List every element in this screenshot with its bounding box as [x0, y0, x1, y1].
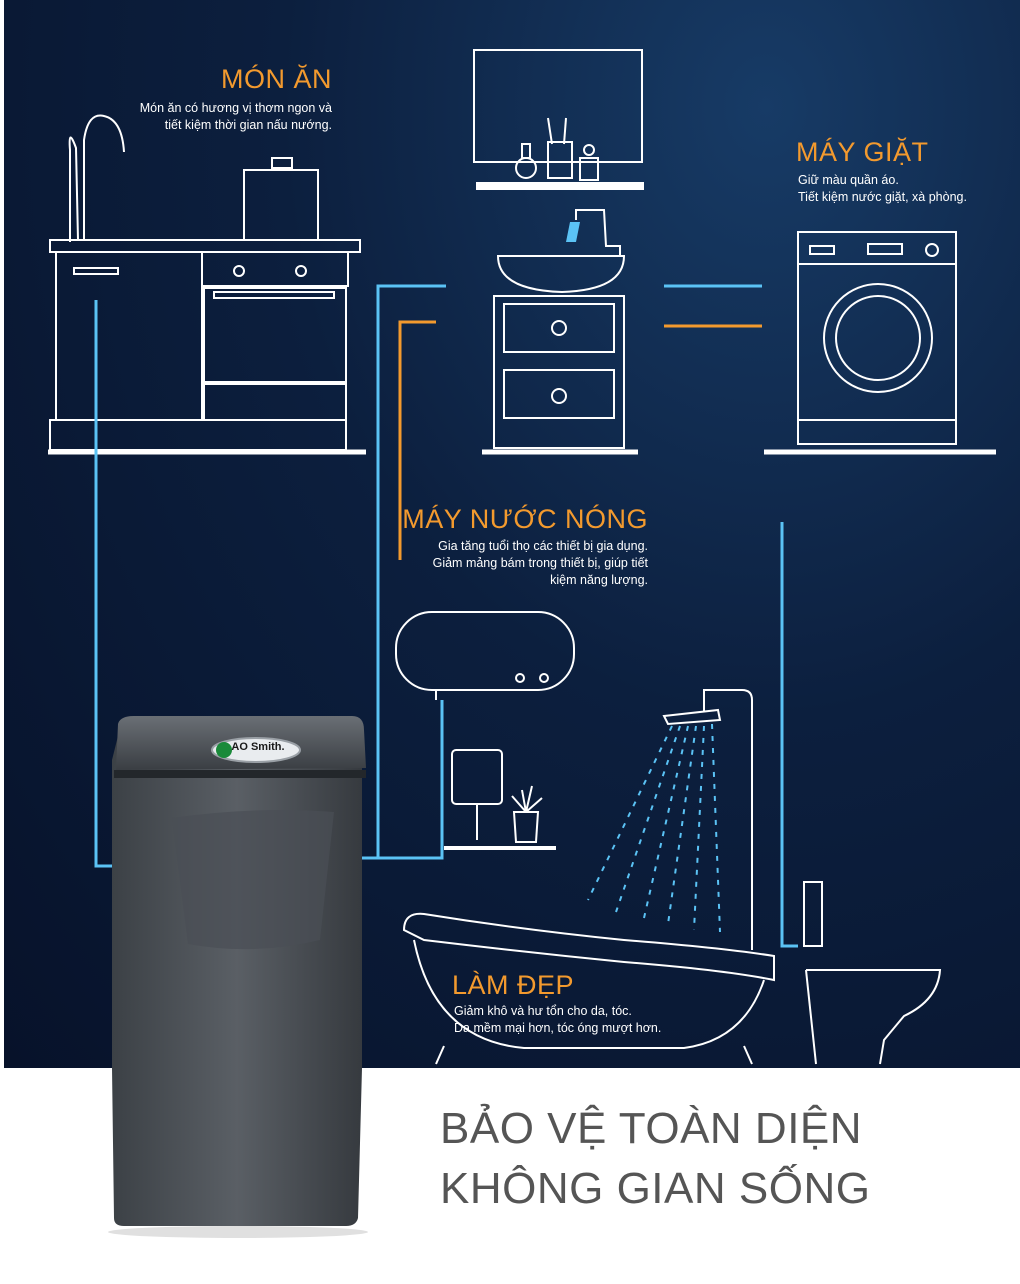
- lam-dep-desc-line: Da mềm mại hơn, tóc óng mượt hơn.: [454, 1021, 662, 1035]
- water-heater-illustration: [395, 611, 575, 700]
- may-giat-desc: Giữ màu quần áo. Tiết kiệm nước giặt, xà…: [798, 172, 967, 206]
- bathtub-illustration: [402, 912, 775, 1065]
- toilet-illustration: [803, 881, 942, 1065]
- lam-dep-desc: Giảm khô và hư tổn cho da, tóc. Da mềm m…: [454, 1003, 661, 1037]
- shower-water: [587, 723, 721, 933]
- infographic-panel: AO Smith. MÓN ĂN Món ăn có hương vị thơm…: [4, 0, 1020, 1068]
- may-nuoc-nong-desc-line: Gia tăng tuổi thọ các thiết bị gia dụng.: [438, 539, 648, 553]
- lam-dep-desc-line: Giảm khô và hư tổn cho da, tóc.: [454, 1004, 632, 1018]
- product-base: [108, 1068, 368, 1238]
- may-giat-desc-line: Tiết kiệm nước giặt, xà phòng.: [798, 190, 967, 204]
- may-giat-title: MÁY GIẶT: [796, 137, 929, 167]
- may-nuoc-nong-desc-line: Giảm mảng bám trong thiết bị, giúp tiết: [432, 556, 648, 570]
- orange-pipes: [398, 320, 762, 560]
- mon-an-title: MÓN ĂN: [221, 64, 332, 94]
- mirror-shelf-illustration: [444, 749, 556, 850]
- shower-illustration: [662, 689, 753, 950]
- may-nuoc-nong-desc-line: kiệm năng lượng.: [550, 573, 648, 587]
- may-nuoc-nong-desc: Gia tăng tuổi thọ các thiết bị gia dụng.…: [433, 538, 648, 589]
- illustration-layer: [48, 49, 996, 1068]
- washing-machine-illustration: [764, 231, 996, 455]
- water-softener-product: [112, 716, 366, 1068]
- mon-an-desc-line: tiết kiệm thời gian nấu nướng.: [164, 118, 332, 132]
- headline-line-1: BẢO VỆ TOÀN DIỆN: [440, 1104, 863, 1153]
- kitchen-illustration: [48, 114, 366, 455]
- mon-an-desc-line: Món ăn có hương vị thơm ngon và: [139, 101, 332, 115]
- may-giat-desc-line: Giữ màu quần áo.: [798, 173, 899, 187]
- may-nuoc-nong-title: MÁY NƯỚC NÓNG: [402, 504, 648, 534]
- headline-line-2: KHÔNG GIAN SỐNG: [440, 1164, 871, 1213]
- brand-logo-text: AO Smith.: [231, 741, 285, 753]
- brand-logo: AO Smith.: [218, 741, 298, 753]
- mon-an-desc: Món ăn có hương vị thơm ngon và tiết kiệ…: [140, 100, 332, 134]
- faucet-water: [566, 222, 580, 242]
- vanity-illustration: [473, 49, 644, 455]
- lam-dep-title: LÀM ĐẸP: [452, 970, 575, 1000]
